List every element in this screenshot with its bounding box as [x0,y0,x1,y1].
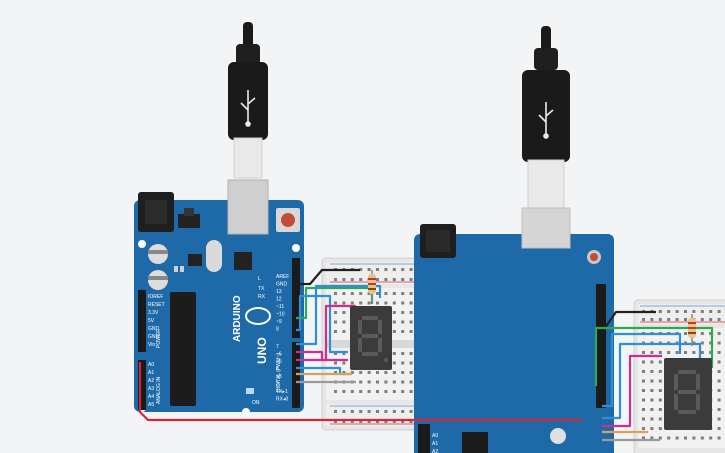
display-2-digit [674,370,700,414]
analog-header[interactable] [138,360,146,410]
analog-pin-label: A4 [148,394,154,400]
usb-cable-2[interactable] [521,26,571,249]
arduino2-pin-a1: A1 [432,441,438,447]
display-segment [378,338,382,352]
display-segment [358,338,362,352]
power-pin-label: RESET [148,302,165,308]
display-segment [696,374,700,390]
pin-label-bottom: 7 [276,344,279,350]
pin-label-top: 13 [276,289,282,295]
display-segment [696,394,700,410]
resistor-1[interactable] [368,270,376,302]
rx-label: RX [258,294,266,300]
analog-pin-label: A0 [148,362,154,368]
pin-label-bottom: ~6 [276,352,282,358]
power-header[interactable] [138,290,146,352]
usb-icon-2 [538,102,554,139]
power-pin-label: 5V [148,318,155,324]
digital-header-top[interactable] [292,258,300,338]
arduino-model: UNO [255,337,269,364]
pin-label-top: GND [276,282,288,288]
pin-label-bottom: ~5 [276,359,282,365]
pin-label-bottom: 2 [276,382,279,388]
display-segment [362,352,378,356]
pin-label-bottom: 4 [276,367,279,373]
arduino-board-1[interactable]: ARDUINO UNO DIGITAL (PWM~) ANALOG IN POW… [134,179,304,416]
arduino-board-2[interactable]: A0 A1 A2 [414,224,614,453]
on-label: ON [252,400,260,406]
arduino2-pin-a2: A2 [432,449,438,453]
pin-label-top: 8 [276,327,279,333]
usb-icon [240,90,256,127]
pin-label-bottom: ~3 [276,374,282,380]
display-segment [678,370,696,374]
arduino-brand: ARDUINO [232,295,243,342]
resistor-2[interactable] [688,314,696,346]
power-pin-label: 3.3V [148,310,159,316]
pin-label-bottom: TX▸1 [276,389,288,395]
display-segment [674,374,678,390]
display-segment [362,316,378,320]
arduino-logo-icon [245,307,271,325]
pin-label-top: AREF [276,274,289,280]
display-segment [362,334,378,338]
analog-header-label: ANALOG IN [156,376,162,404]
power-pin-label: IOREF [148,294,163,300]
display-segment [674,394,678,410]
microcontroller-chip [170,292,196,406]
power-pin-label: GND [148,334,160,340]
usb-port[interactable] [227,179,269,235]
power-pin-label: GND [148,326,160,332]
wires-2[interactable] [594,310,714,442]
display-segment [358,320,362,334]
pin-label-bottom: RX◂0 [276,397,288,403]
display-segment [378,320,382,334]
analog-pin-label: A1 [148,370,154,376]
l-label: L [258,276,261,282]
pin-label-top: ~11 [276,304,284,310]
seven-segment-display-2[interactable] [664,358,712,430]
digital-header-label: DIGITAL (PWM~) [276,353,282,392]
arduino2-pin-a0: A0 [432,433,438,439]
power-pin-label: Vin [148,342,155,348]
pin-label-top: 12 [276,297,282,303]
display-segment [678,410,696,414]
microcontroller-chip-2 [462,432,488,453]
display-segment [678,390,696,394]
pin-label-top: ~10 [276,312,285,318]
power-header-label: POWER [156,329,162,348]
tx-label: TX [258,286,265,292]
usb-cable-1[interactable] [228,22,268,179]
analog-pin-label: A5 [148,402,154,408]
analog-pin-label: A2 [148,378,154,384]
pin-labels: AREFGND1312~11~10~987~6~54~32TX▸1RX◂0IOR… [148,274,289,408]
seven-segment-display-1[interactable] [350,306,392,370]
pin-label-top: ~9 [276,319,282,325]
analog-pin-label: A3 [148,386,154,392]
wires-1[interactable] [138,268,582,422]
display-1-digit [358,316,382,356]
